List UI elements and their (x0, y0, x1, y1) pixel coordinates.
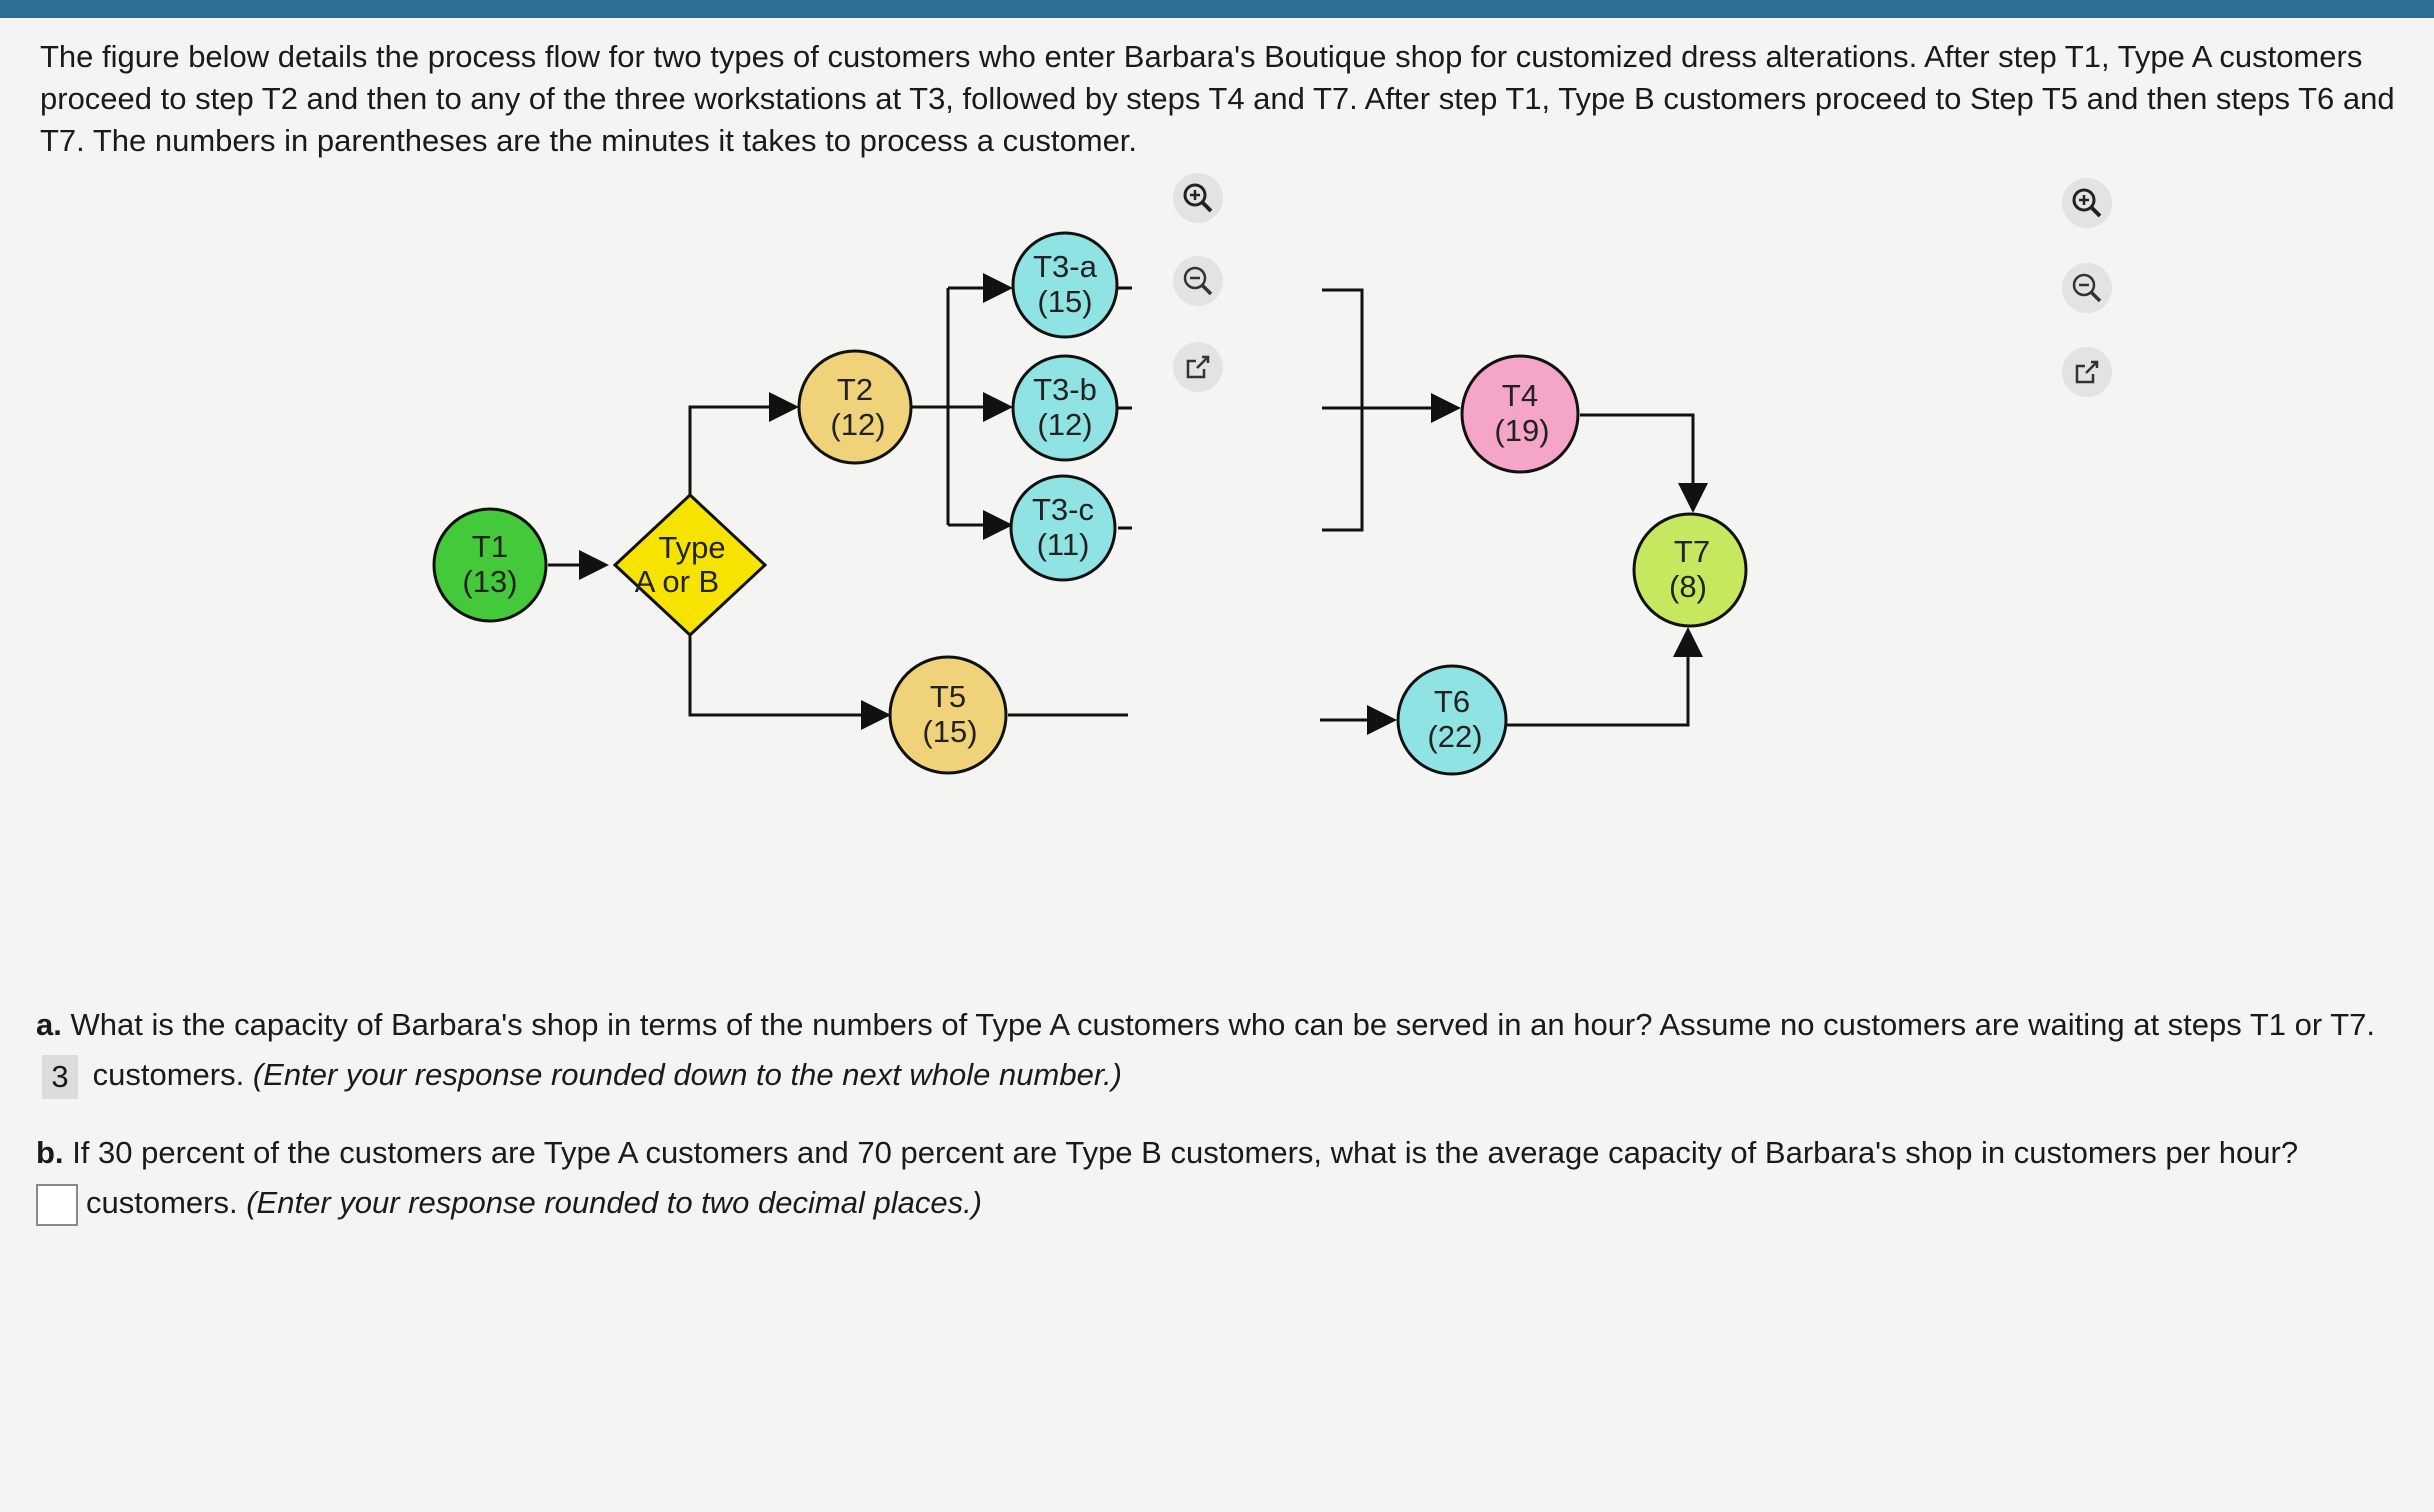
zoom-out-icon (2072, 273, 2102, 303)
node-t2-shape (797, 349, 913, 465)
question-b-label: b. (36, 1135, 64, 1170)
decision-type: Type A or B (612, 492, 768, 638)
zoom-out-button-right[interactable] (2062, 263, 2112, 313)
node-t3b-shape (1011, 354, 1119, 462)
node-t6-name: T6 (1434, 684, 1470, 719)
answer-a-field[interactable]: 3 (42, 1054, 78, 1099)
node-t4-time: (19) (1494, 413, 1549, 448)
question-b-hint: (Enter your response rounded to two deci… (246, 1185, 982, 1220)
external-link-icon (2075, 360, 2099, 384)
node-t3b: T3-b (12) (1011, 354, 1119, 462)
node-t6: T6 (22) (1396, 664, 1508, 776)
question-a-text: What is the capacity of Barbara's shop i… (70, 1007, 2376, 1042)
node-t2-name: T2 (837, 372, 873, 407)
zoom-in-button[interactable] (1173, 173, 1223, 223)
node-t3a-shape (1011, 231, 1119, 339)
node-t5-time: (15) (922, 714, 977, 749)
node-t3c: T3-c (11) (1009, 474, 1117, 582)
node-t2-time: (12) (830, 407, 885, 442)
node-t5-name: T5 (930, 679, 966, 714)
node-t4-shape (1460, 354, 1580, 474)
top-bar (0, 0, 2434, 18)
node-t1-time: (13) (462, 564, 517, 599)
node-t3a: T3-a (15) (1011, 231, 1119, 339)
node-t1-shape (432, 507, 548, 623)
question-a-label: a. (36, 1007, 62, 1042)
zoom-out-button[interactable] (1173, 256, 1223, 306)
node-t3a-name: T3-a (1033, 249, 1098, 284)
question-b-text: If 30 percent of the customers are Type … (72, 1135, 2299, 1170)
zoom-in-icon (2072, 188, 2102, 218)
node-t2: T2 (12) (797, 349, 913, 465)
problem-intro: The figure below details the process flo… (40, 39, 2395, 158)
question-a-hint: (Enter your response rounded down to the… (252, 1057, 1122, 1092)
external-link-icon (1186, 355, 1210, 379)
open-external-button[interactable] (1173, 342, 1223, 392)
question-a-unit: customers. (92, 1057, 245, 1092)
open-external-button-right[interactable] (2062, 347, 2112, 397)
flow-connectors (548, 273, 1708, 735)
zoom-in-button-right[interactable] (2062, 178, 2112, 228)
question-a: a. What is the capacity of Barbara's sho… (36, 1000, 2406, 1100)
node-t7-name: T7 (1674, 534, 1710, 569)
node-t7: T7 (8) (1632, 512, 1748, 628)
answer-b-field[interactable] (36, 1183, 78, 1226)
process-flow-diagram: T1 (13) Type A or B T2 (12) T3-a (15) T3… (432, 231, 1748, 776)
zoom-out-icon (1183, 266, 1213, 296)
node-t4: T4 (19) (1460, 354, 1580, 474)
question-b: b. If 30 percent of the customers are Ty… (36, 1128, 2406, 1228)
node-t5: T5 (15) (888, 655, 1008, 775)
node-t1-name: T1 (472, 529, 508, 564)
node-t7-shape (1632, 512, 1748, 628)
node-t6-time: (22) (1427, 719, 1482, 754)
node-t7-time: (8) (1669, 569, 1707, 604)
node-t3b-time: (12) (1037, 407, 1092, 442)
node-t5-shape (888, 655, 1008, 775)
node-t6-shape (1396, 664, 1508, 776)
node-t3a-time: (15) (1037, 284, 1092, 319)
decision-shape (612, 492, 768, 638)
zoom-in-icon (1183, 183, 1213, 213)
node-t3c-time: (11) (1037, 527, 1090, 562)
node-t4-name: T4 (1502, 378, 1538, 413)
decision-line1: Type (658, 530, 725, 565)
node-t3c-name: T3-c (1032, 492, 1094, 527)
node-t3b-name: T3-b (1033, 372, 1097, 407)
question-b-unit: customers. (86, 1185, 238, 1220)
decision-line2: A or B (635, 564, 719, 599)
node-t3c-shape (1009, 474, 1117, 582)
node-t1: T1 (13) (432, 507, 548, 623)
